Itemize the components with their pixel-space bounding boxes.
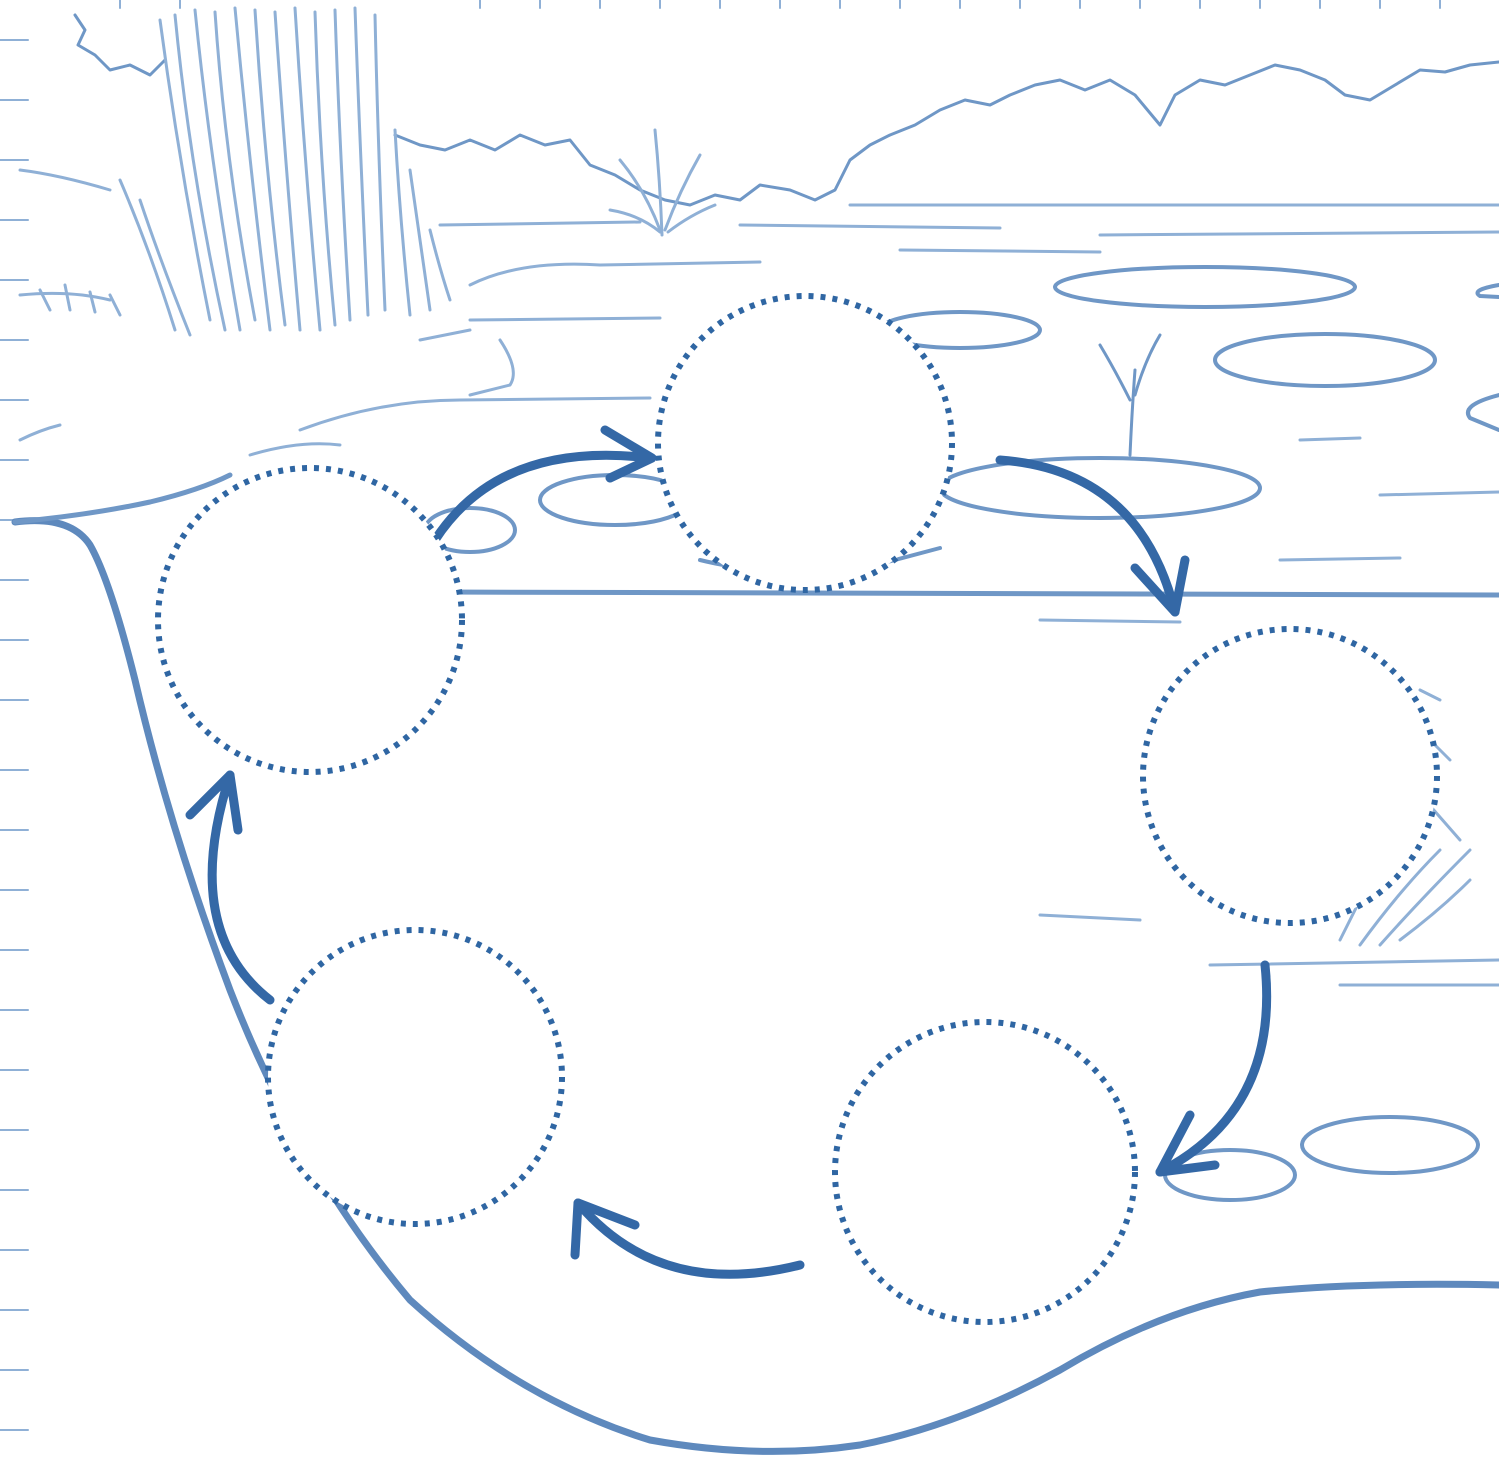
cycle-arrow-1 <box>435 455 650 540</box>
stage-circle-1 <box>158 468 462 772</box>
lily-sprout <box>1100 335 1160 455</box>
margin-ticks <box>0 40 28 1430</box>
water-line <box>440 592 1499 595</box>
stage-circles <box>158 296 1437 1322</box>
reeds <box>20 8 450 335</box>
stage-circle-2 <box>658 296 952 590</box>
top-ticks <box>120 0 1440 8</box>
stage-circle-3 <box>1143 629 1437 923</box>
stage-circle-5 <box>268 930 562 1224</box>
stage-circle-4 <box>835 1022 1135 1322</box>
